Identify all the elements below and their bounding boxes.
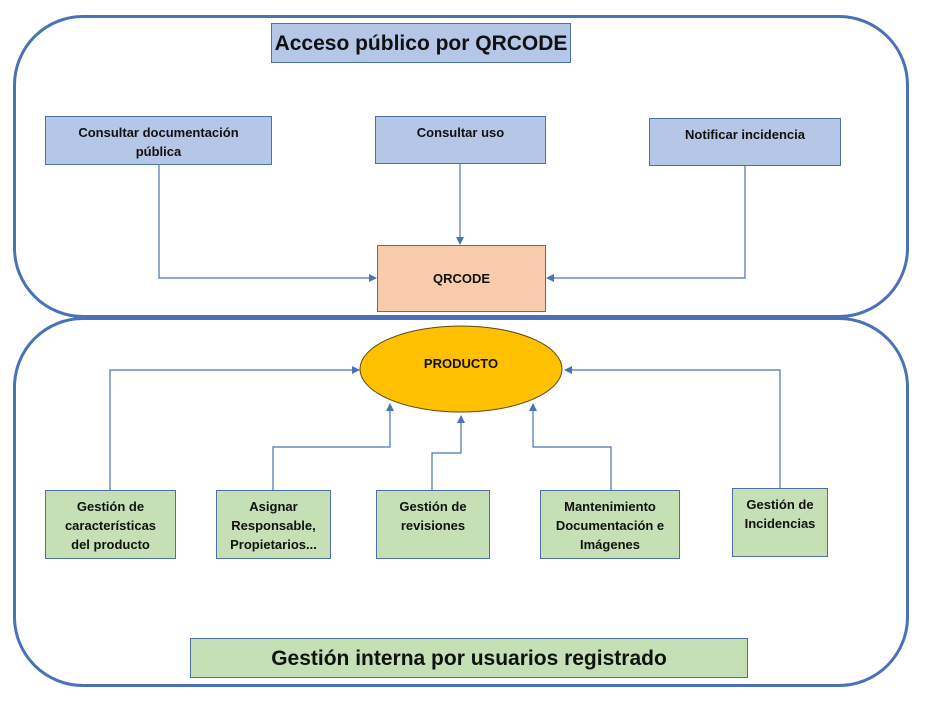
connector-incidencias-to-producto [564,366,781,488]
action-gestion-incidencias[interactable]: Gestión de Incidencias [732,488,828,557]
action-notificar-incidencia[interactable]: Notificar incidencia [649,118,841,166]
action-gestion-revisiones[interactable]: Gestión de revisiones [376,490,490,559]
connector-incidencia-to-qrcode [546,166,746,282]
connector-responsable-to-producto [272,403,394,490]
connector-doc-to-qrcode [158,165,377,282]
action-label: Gestión de revisiones [399,499,467,533]
action-label: Consultar documentación pública [78,125,239,159]
public-section-title: Acceso público por QRCODE [271,23,571,63]
producto-node[interactable]: PRODUCTO [360,326,562,404]
public-section-title-text: Acceso público por QRCODE [274,31,568,55]
action-consultar-documentacion[interactable]: Consultar documentación pública [45,116,272,165]
internal-section-title-text: Gestión interna por usuarios registrado [271,646,667,670]
action-label: Mantenimiento Documentación e Imágenes [555,499,665,552]
connector-revisiones-to-producto [431,415,465,490]
producto-label: PRODUCTO [423,355,499,371]
action-asignar-responsable[interactable]: Asignar Responsable, Propietarios... [216,490,331,559]
action-mantenimiento-documentacion[interactable]: Mantenimiento Documentación e Imágenes [540,490,680,559]
internal-management-panel [13,317,909,687]
action-label: Consultar uso [416,125,505,140]
action-label: Gestión de Incidencias [744,497,816,531]
action-consultar-uso[interactable]: Consultar uso [375,116,546,164]
action-gestion-caracteristicas[interactable]: Gestión de características del producto [45,490,176,559]
action-label: Gestión de características del producto [64,499,157,552]
action-label: Asignar Responsable, Propietarios... [230,499,317,552]
connector-documentacion-to-producto [529,403,612,490]
qrcode-node[interactable]: QRCODE [377,245,546,312]
connector-caracteristicas-to-producto [109,366,360,490]
action-label: Notificar incidencia [685,127,805,142]
public-access-panel [13,15,909,318]
internal-section-title: Gestión interna por usuarios registrado [190,638,748,678]
qrcode-label: QRCODE [432,271,491,286]
